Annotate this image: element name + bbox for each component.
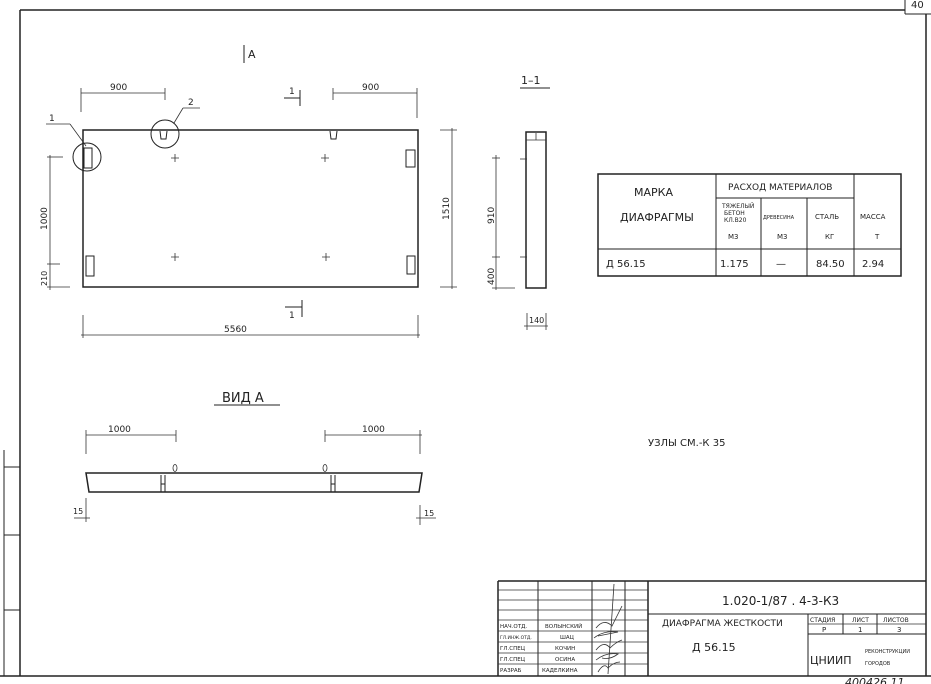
stage-value: Р xyxy=(822,626,826,634)
section-mark-1-bottom: 1 xyxy=(289,311,295,321)
header-concrete: ТЯЖЕЛЫЙ xyxy=(721,203,754,210)
section-mark-1-top: 1 xyxy=(289,87,295,97)
cell-wood: — xyxy=(776,259,786,270)
organization: ЦНИИП xyxy=(810,654,852,667)
header-concrete: БЕТОН xyxy=(724,210,745,217)
dim-15-right: 15 xyxy=(424,509,434,518)
cell-steel: 84.50 xyxy=(816,259,845,270)
document-code: 1.020-1/87 . 4-3-К3 xyxy=(722,594,839,608)
signature-name: ОСИНА xyxy=(555,657,575,663)
callout-1: 1 xyxy=(49,114,55,124)
callout-2: 2 xyxy=(188,98,194,108)
header-mass-unit: Т xyxy=(874,233,880,241)
dim-15-left: 15 xyxy=(73,507,83,516)
header-steel: СТАЛЬ xyxy=(815,213,839,221)
title-block: 1.020-1/87 . 4-3-К3 ДИАФРАГМА ЖЕСТКОСТИ … xyxy=(497,580,926,684)
signature-role: ГЛ.СПЕЦ xyxy=(500,646,526,652)
dim-140: 140 xyxy=(529,316,544,325)
view-a-title: ВИД А xyxy=(222,391,264,406)
header-concrete: КЛ.В20 xyxy=(724,217,747,224)
signature-name: ШАЦ xyxy=(560,635,575,641)
signature-role: НАЧ.ОТД. xyxy=(500,624,527,630)
sheet-label: ЛИСТ xyxy=(852,617,869,624)
cell-concrete: 1.175 xyxy=(720,259,749,270)
organization-sub-2: ГОРОДОВ xyxy=(865,661,891,667)
signature-role: ГЛ.ИНЖ.ОТД. xyxy=(500,635,532,641)
signature-name: ВОЛЫНСКИЙ xyxy=(545,623,582,630)
dim-1510: 1510 xyxy=(442,197,452,220)
handwritten-signatures xyxy=(593,583,623,675)
header-wood: ДРЕВЕСИНА xyxy=(763,215,795,221)
header-mass: МАССА xyxy=(860,213,886,221)
materials-table: МАРКА ДИАФРАГМЫ РАСХОД МАТЕРИАЛОВ ТЯЖЕЛЫ… xyxy=(597,173,902,277)
drawing-title: ДИАФРАГМА ЖЕСТКОСТИ xyxy=(662,619,783,629)
nodes-reference-note: УЗЛЫ СМ.-К 35 xyxy=(648,438,725,449)
header-steel-unit: КГ xyxy=(825,233,834,241)
header-consumption: РАСХОД МАТЕРИАЛОВ xyxy=(728,183,832,193)
dim-1000: 1000 xyxy=(40,207,50,230)
header-mark-2: ДИАФРАГМЫ xyxy=(620,211,694,224)
stage-label: СТАДИЯ xyxy=(810,617,835,624)
dim-5560: 5560 xyxy=(224,325,247,335)
drawing-mark: Д 56.15 xyxy=(692,641,736,654)
plan-view: A 900 900 1 1 1 2 1000 210 xyxy=(40,45,457,338)
signature-role: ГЛ.СПЕЦ xyxy=(500,657,526,663)
sheet-value: 1 xyxy=(858,626,862,634)
dim-210: 210 xyxy=(40,271,49,286)
dim-900-left: 900 xyxy=(110,83,127,93)
signature-name: КОЧИН xyxy=(555,646,575,652)
section-mark-a: A xyxy=(248,48,256,61)
dim-1000-left: 1000 xyxy=(108,425,131,435)
dim-1000-right: 1000 xyxy=(362,425,385,435)
organization-sub-1: РЕКОНСТРУКЦИИ xyxy=(865,649,910,655)
header-wood-unit: М3 xyxy=(777,233,788,241)
sheets-value: 3 xyxy=(897,626,901,634)
sheets-label: ЛИСТОВ xyxy=(883,617,909,624)
dim-900-right: 900 xyxy=(362,83,379,93)
section-title: 1–1 xyxy=(521,74,541,87)
signature-name: КАДЕЛКИНА xyxy=(542,668,578,674)
signature-role: РАЗРАБ xyxy=(500,668,522,674)
cell-mass: 2.94 xyxy=(862,259,884,270)
signature-rows: НАЧ.ОТД. ВОЛЫНСКИЙ ГЛ.ИНЖ.ОТД. ШАЦ ГЛ.СП… xyxy=(500,623,582,674)
dim-400: 400 xyxy=(487,268,497,285)
view-a: ВИД А 1000 1000 15 15 xyxy=(73,391,436,525)
header-mark-1: МАРКА xyxy=(634,186,673,199)
sheet-corner-number: 40 xyxy=(911,0,924,11)
inventory-number: 400426 11 xyxy=(845,676,905,684)
dim-910: 910 xyxy=(487,207,497,224)
section-view: 1–1 910 400 140 xyxy=(487,74,550,330)
cell-mark: Д 56.15 xyxy=(606,259,646,270)
header-concrete-unit: М3 xyxy=(728,233,739,241)
